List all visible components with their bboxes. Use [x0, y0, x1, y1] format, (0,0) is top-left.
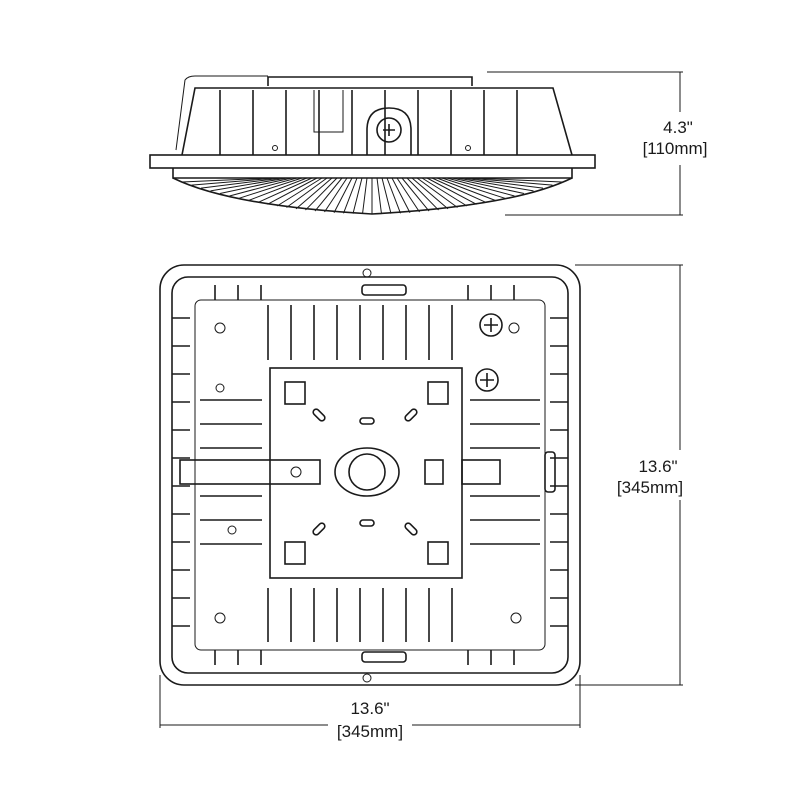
junction-box [313, 90, 344, 133]
lens-rib [191, 177, 278, 186]
screw-head [479, 313, 503, 337]
depth-dimension: 13.6" [345mm] [575, 264, 683, 686]
lens-rib [401, 177, 430, 212]
mounting-arm [179, 459, 321, 485]
lens-rim [172, 168, 573, 179]
lens-rib [295, 177, 333, 210]
lens-rib [381, 177, 392, 214]
lens-rib [352, 177, 363, 214]
width-inches: 13.6" [350, 699, 389, 718]
lens-rib [421, 177, 468, 207]
depth-mm: [345mm] [617, 478, 683, 497]
lens-rib [286, 177, 328, 208]
lens-rib [466, 177, 553, 186]
lens-rib [276, 177, 323, 207]
center-hub [334, 447, 400, 497]
lens-rib [451, 177, 525, 195]
lens-rib [431, 177, 487, 203]
lens-rib [411, 177, 449, 210]
lens-rib [267, 177, 318, 205]
lens-rib [461, 177, 544, 189]
height-inches: 4.3" [663, 118, 693, 137]
lens-rib [305, 177, 338, 211]
lens-rib [396, 177, 420, 213]
lens-rib [210, 177, 288, 192]
lens-rib [436, 177, 496, 201]
lens-rib [446, 177, 515, 197]
mounting-plate [269, 367, 463, 579]
housing-flange [149, 154, 596, 169]
lens-rib [238, 177, 303, 199]
width-dimension: 13.6" [345mm] [159, 675, 581, 741]
side-view [149, 75, 596, 215]
lens-rib [406, 177, 439, 211]
lens-rib [416, 177, 458, 208]
screw-cross-icon [383, 124, 395, 136]
height-mm: [110mm] [643, 139, 708, 158]
lens-rib [343, 177, 358, 214]
mounting-lug [366, 107, 412, 155]
lens-rib [324, 177, 348, 213]
lens-rib [219, 177, 293, 195]
housing-body [181, 87, 573, 156]
lens-rib [229, 177, 298, 197]
top-view [159, 264, 581, 686]
lens-rib [391, 177, 411, 213]
lens-rib [471, 177, 563, 183]
screw-head [376, 117, 402, 143]
lens-rib [248, 177, 308, 201]
height-dimension: 4.3" [110mm] [487, 71, 708, 216]
screw-head [475, 368, 499, 392]
lens-rib [181, 177, 273, 183]
width-mm: [345mm] [337, 722, 403, 741]
lens-rib [376, 177, 382, 214]
lens-rib [257, 177, 313, 203]
depth-inches: 13.6" [638, 457, 677, 476]
lens-rib [426, 177, 477, 205]
lens-rib [200, 177, 283, 189]
housing-outline [159, 264, 581, 686]
lens-rib [333, 177, 353, 213]
lens-rib [314, 177, 343, 212]
lens-rib [386, 177, 401, 214]
top-mount-plate [267, 76, 473, 86]
lens-rib [456, 177, 534, 192]
lens-rib [441, 177, 506, 199]
lens-rib [362, 177, 368, 214]
